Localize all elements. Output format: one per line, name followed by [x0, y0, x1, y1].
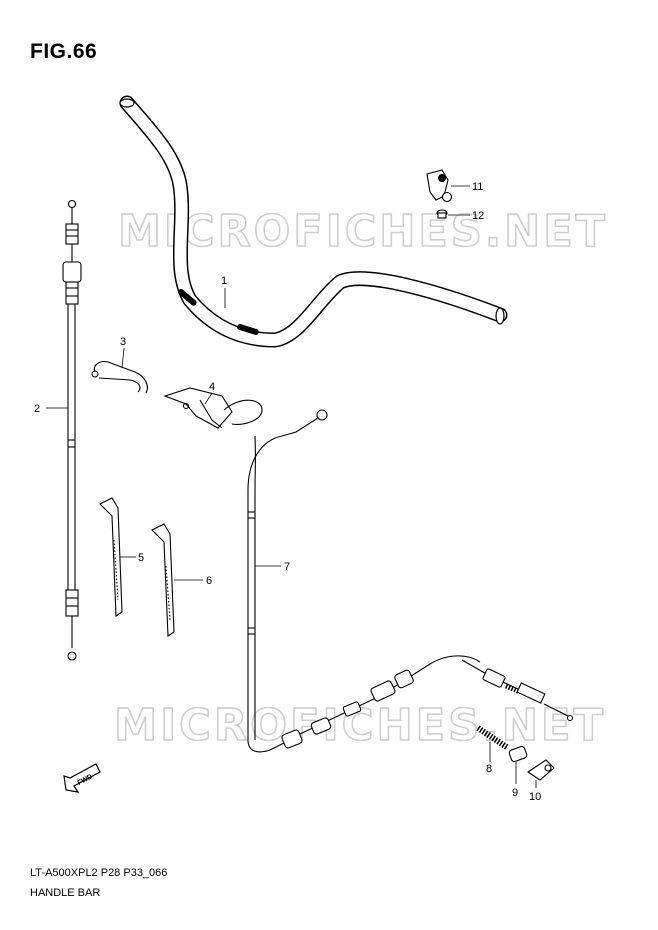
leader-3 [121, 347, 125, 369]
watermark-top: MICROFICHES.NET [118, 206, 608, 257]
callout-10: 10 [529, 791, 541, 803]
clamp-bracket[interactable] [426, 169, 470, 203]
handlebar[interactable] [119, 95, 508, 348]
callout-6: 6 [206, 575, 212, 587]
cable-tie-5[interactable] [99, 497, 123, 618]
cable-tie-6[interactable] [151, 523, 175, 637]
callout-9: 9 [512, 787, 518, 799]
callout-12: 12 [472, 210, 484, 222]
brake-cable[interactable] [247, 409, 574, 753]
diagram-code: LT-A500XPL2 P28 P33_066 [30, 867, 168, 879]
callout-8: 8 [486, 763, 492, 775]
callout-5: 5 [138, 552, 144, 564]
callout-3: 3 [120, 336, 126, 348]
cable-sleeve[interactable] [508, 745, 528, 784]
cable-end-clip[interactable] [527, 759, 555, 788]
leader-4 [204, 392, 213, 405]
wire-clip[interactable] [91, 361, 148, 394]
forward-arrow-icon: FWD [63, 763, 101, 793]
callout-11: 11 [472, 181, 483, 193]
adjuster-spring[interactable] [476, 725, 510, 762]
clamp-bolt[interactable] [436, 209, 470, 219]
cable-holder[interactable] [163, 387, 263, 429]
diagram-name: HANDLE BAR [30, 887, 101, 899]
callout-2: 2 [34, 403, 40, 415]
callout-4: 4 [209, 381, 215, 393]
callout-1: 1 [221, 275, 227, 287]
throttle-cable[interactable] [62, 199, 82, 661]
callout-7: 7 [284, 561, 290, 573]
figure-title: FIG.66 [30, 40, 98, 63]
